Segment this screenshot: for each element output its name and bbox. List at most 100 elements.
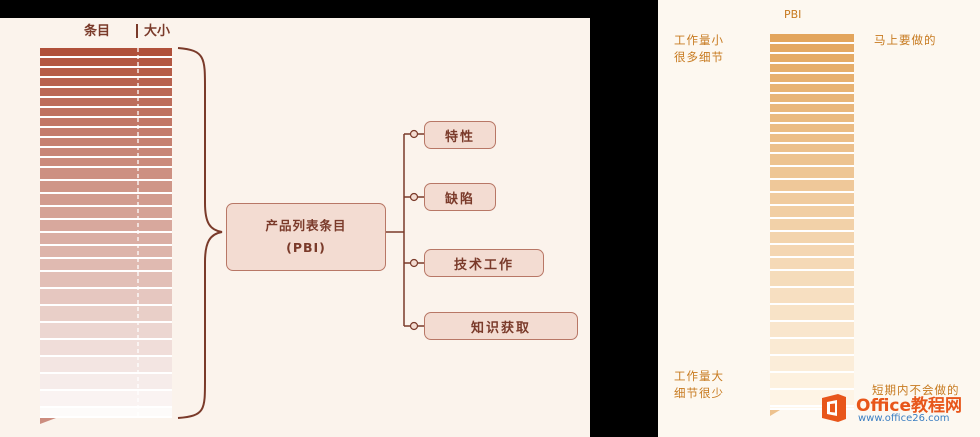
stack-bar-gap	[770, 122, 854, 124]
stack-bar-gap	[40, 179, 172, 181]
stack-bar	[40, 374, 172, 389]
stack-bar	[770, 232, 854, 243]
stack-bar-gap	[770, 165, 854, 167]
stack-bar	[770, 144, 854, 152]
stack-bar	[40, 108, 172, 116]
stack-bar-gap	[770, 303, 854, 305]
stack-bar	[770, 258, 854, 269]
office-logo-site: www.office26.com	[858, 413, 950, 424]
stack-bar-gap	[770, 152, 854, 154]
stack-bar-gap	[40, 136, 172, 138]
stack-bar-gap	[40, 416, 172, 418]
stack-bar-gap	[40, 270, 172, 272]
stack-bar	[40, 118, 172, 126]
stack-bar-gap	[770, 388, 854, 390]
stack-bar	[40, 181, 172, 192]
stack-bar	[40, 323, 172, 338]
stack-bar-gap	[40, 321, 172, 323]
label-bottom-left: 工作量大 细节很少	[674, 369, 724, 400]
header-items: 条目	[84, 24, 111, 39]
stack-bar	[770, 94, 854, 102]
stack-bar	[770, 44, 854, 52]
stack-bar	[40, 246, 172, 257]
branch-node-tech-work: 技术工作	[424, 249, 544, 277]
stack-bar-gap	[770, 320, 854, 322]
stack-bar-gap	[770, 92, 854, 94]
stack-bar-gap	[770, 72, 854, 74]
stack-bar-gap	[40, 389, 172, 391]
stack-bar	[40, 138, 172, 146]
right-backlog-stack	[770, 34, 854, 416]
stack-bar-gap	[770, 178, 854, 180]
stack-bar-gap	[770, 204, 854, 206]
stack-bar-gap	[40, 96, 172, 98]
stack-bar-gap	[40, 56, 172, 58]
stack-bar-gap	[770, 82, 854, 84]
stack-bar	[770, 219, 854, 230]
header-divider	[136, 24, 138, 38]
stack-bar	[770, 124, 854, 132]
stack-bar	[770, 154, 854, 165]
stack-bar	[40, 78, 172, 86]
stack-bar	[40, 289, 172, 304]
stack-bar-gap	[40, 126, 172, 128]
stack-bar	[40, 194, 172, 205]
stack-bar	[40, 207, 172, 218]
stack-bar	[40, 220, 172, 231]
branch-node-knowledge: 知识获取	[424, 312, 578, 340]
stack-bar-gap	[40, 244, 172, 246]
stack-bar	[770, 245, 854, 256]
stack-bar	[770, 54, 854, 62]
stack-bar	[40, 48, 172, 56]
stack-bar-gap	[40, 257, 172, 259]
stack-bar	[40, 158, 172, 166]
stack-bar	[770, 356, 854, 371]
stack-bar	[770, 407, 854, 408]
center-node-line1: 产品列表条目	[265, 218, 347, 233]
stack-bar-gap	[40, 287, 172, 289]
stack-bar	[770, 339, 854, 354]
stack-bar-gap	[40, 116, 172, 118]
branch-node-defect: 缺陷	[424, 183, 496, 211]
stack-bar-gap	[770, 217, 854, 219]
stack-bar-gap	[770, 142, 854, 144]
label-top-right: 马上要做的	[874, 33, 937, 47]
stack-bar-gap	[770, 243, 854, 245]
stack-bar	[770, 288, 854, 303]
header-size: 大小	[144, 24, 171, 39]
stack-bar	[40, 68, 172, 76]
stack-bar-gap	[770, 62, 854, 64]
label-top-left: 工作量小 很多细节	[674, 33, 724, 64]
stack-bar-gap	[40, 406, 172, 408]
stack-bar-gap	[40, 66, 172, 68]
pbi-title: PBI	[784, 8, 802, 21]
stack-bar	[40, 272, 172, 287]
stack-bar-gap	[40, 205, 172, 207]
branch-connectors	[404, 133, 424, 327]
office-logo-brand: Office教程网	[856, 396, 963, 416]
stack-bar-gap	[770, 354, 854, 356]
stack-bar-gap	[770, 371, 854, 373]
stack-bar	[770, 34, 854, 42]
stack-bar	[770, 180, 854, 191]
stack-bar-gap	[40, 86, 172, 88]
stack-bar-gap	[770, 102, 854, 104]
stack-bar	[40, 128, 172, 136]
left-backlog-stack	[40, 48, 172, 424]
stack-bar	[770, 84, 854, 92]
stack-bar-gap	[770, 42, 854, 44]
stack-bar-gap	[40, 355, 172, 357]
center-node-line2: (PBI)	[286, 240, 326, 255]
stack-bar-gap	[40, 338, 172, 340]
stack-bar-gap	[40, 218, 172, 220]
stack-bar	[770, 104, 854, 112]
branch-node-feature: 特性	[424, 121, 496, 149]
stack-bar-gap	[770, 405, 854, 407]
stack-bar	[40, 259, 172, 270]
left-diagram-svg	[40, 47, 424, 424]
stack-bar-gap	[40, 106, 172, 108]
right-diagram-svg	[770, 34, 854, 416]
stack-bar	[40, 58, 172, 66]
stack-bar-gap	[770, 337, 854, 339]
stack-bar-gap	[40, 192, 172, 194]
